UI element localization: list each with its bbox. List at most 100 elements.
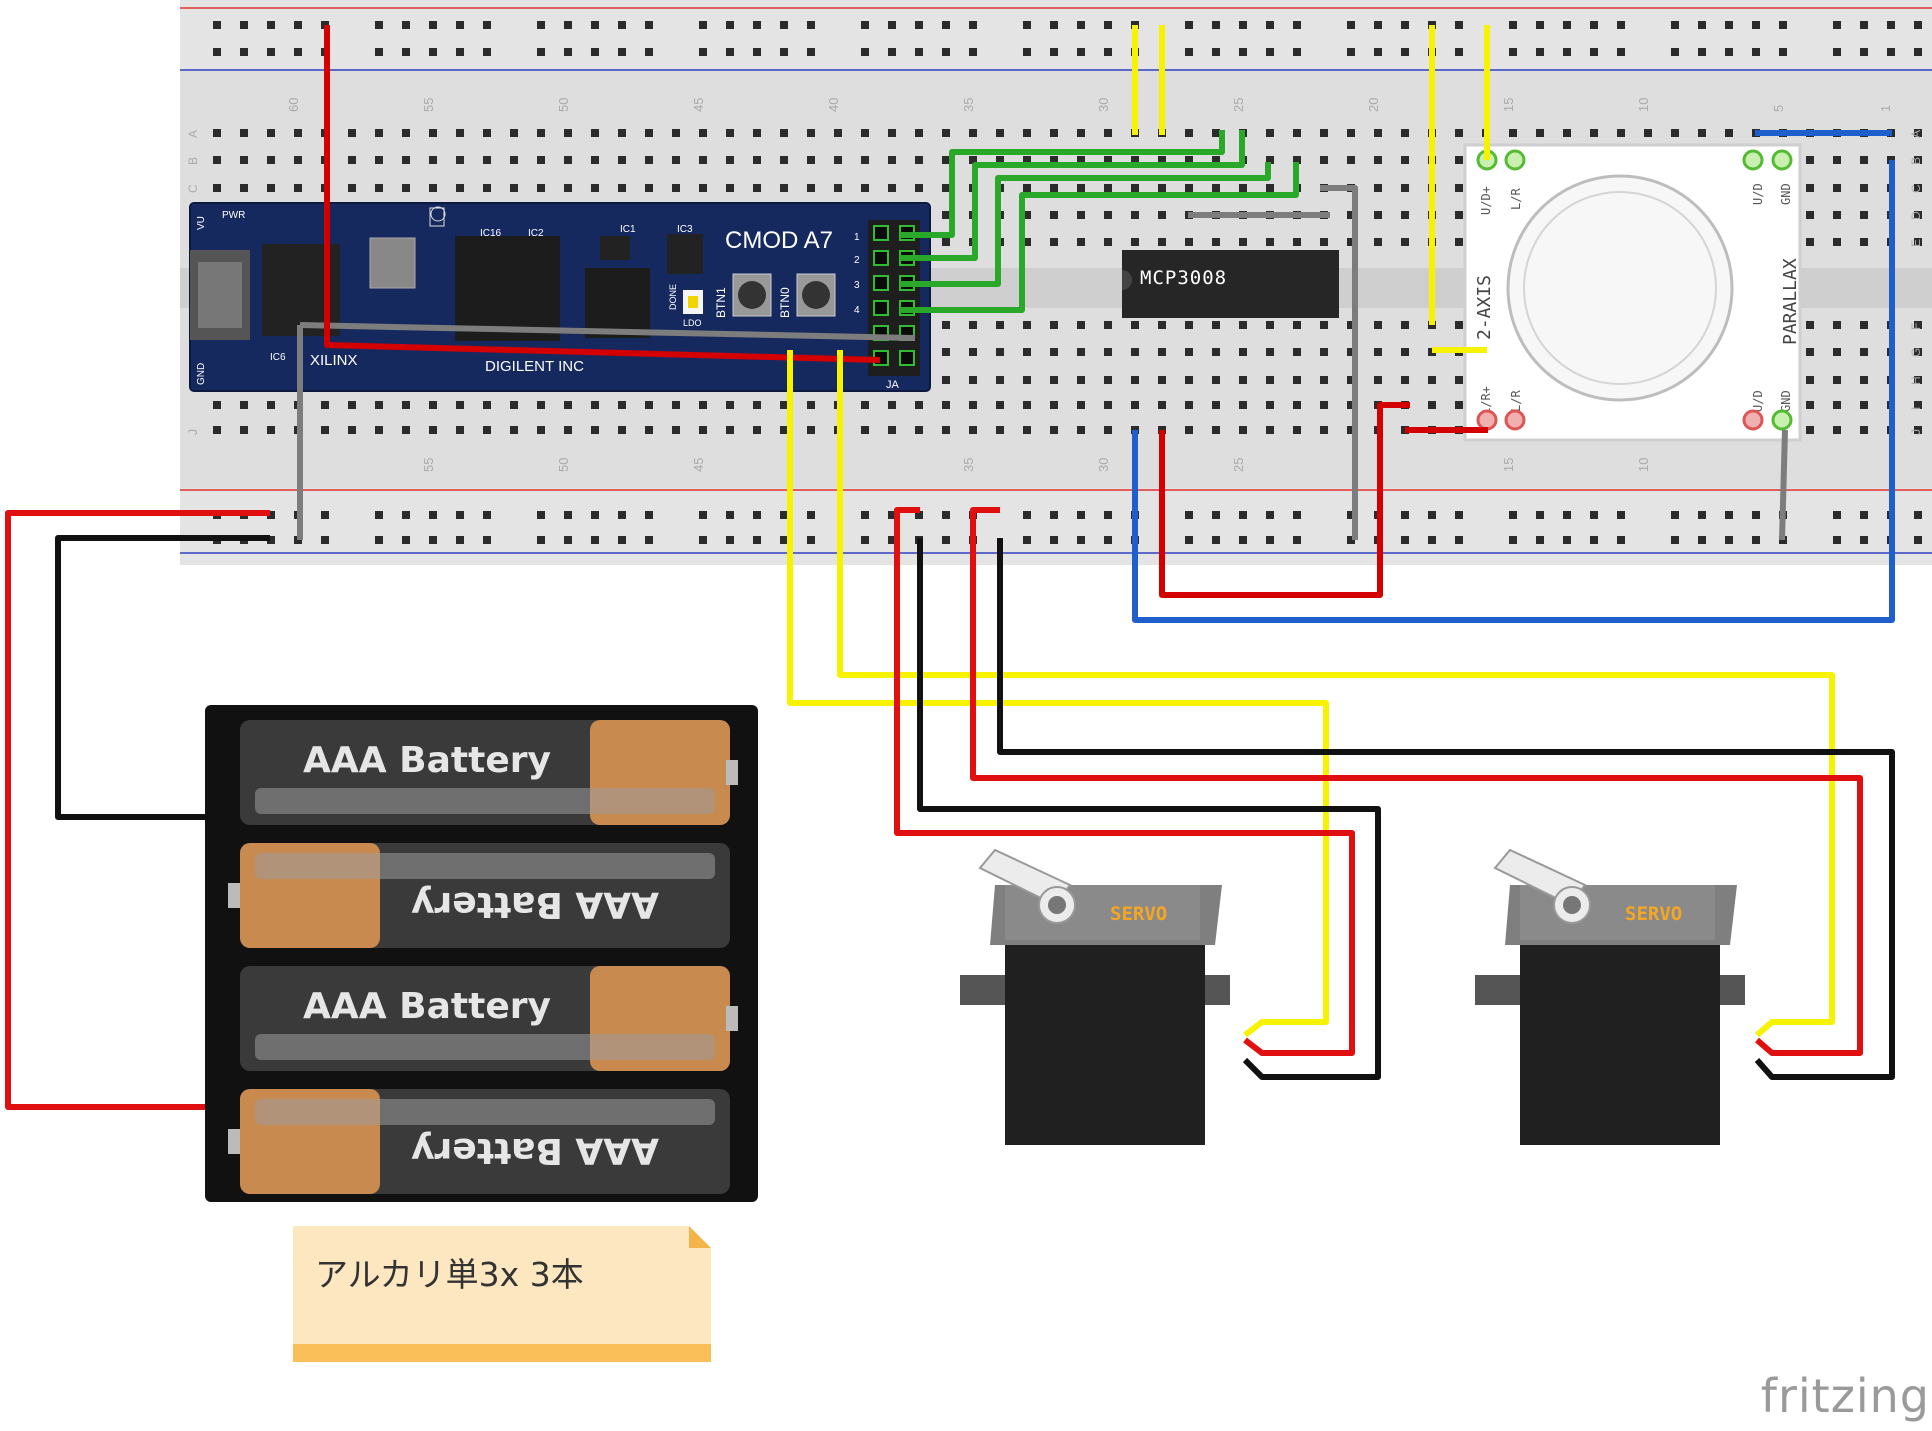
breadboard-hole (1860, 321, 1868, 329)
breadboard-hole (1914, 348, 1922, 356)
wire-battery-black (55, 535, 270, 820)
wire-battery-red (5, 510, 270, 1110)
column-number: 45 (691, 458, 706, 472)
breadboard-hole (1131, 238, 1139, 246)
breadboard-hole (564, 401, 572, 409)
breadboard-hole (1050, 238, 1058, 246)
breadboard-hole (1023, 48, 1031, 56)
row-letter: H (1909, 376, 1923, 385)
breadboard-hole (1914, 536, 1922, 544)
breadboard-hole (1374, 21, 1382, 29)
column-number: 25 (1231, 458, 1246, 472)
breadboard-hole (699, 426, 707, 434)
wire-green-2 (900, 130, 1245, 261)
breadboard-hole (1050, 184, 1058, 192)
breadboard-hole (1023, 348, 1031, 356)
breadboard-hole (969, 426, 977, 434)
column-number: 35 (961, 98, 976, 112)
board-pin-3-label: 3 (854, 280, 860, 291)
breadboard-hole (969, 48, 977, 56)
breadboard-hole (348, 184, 356, 192)
breadboard-hole (1185, 156, 1193, 164)
breadboard-hole (1212, 238, 1220, 246)
breadboard-hole (618, 48, 626, 56)
breadboard-hole (1671, 21, 1679, 29)
breadboard-hole (1914, 238, 1922, 246)
row-letter: G (1909, 348, 1923, 357)
breadboard-hole (1590, 129, 1598, 137)
breadboard-hole (1212, 48, 1220, 56)
breadboard-hole (1455, 184, 1463, 192)
breadboard-hole (969, 321, 977, 329)
breadboard-hole (267, 511, 275, 519)
breadboard-hole (510, 426, 518, 434)
breadboard-hole (618, 21, 626, 29)
breadboard-hole (1239, 48, 1247, 56)
breadboard-hole (213, 401, 221, 409)
breadboard-hole (618, 426, 626, 434)
breadboard-hole (429, 511, 437, 519)
wire-green-4 (900, 162, 1299, 313)
breadboard-hole (294, 48, 302, 56)
breadboard-hole (537, 536, 545, 544)
breadboard-hole (807, 511, 815, 519)
breadboard-hole (1833, 184, 1841, 192)
breadboard-hole (1914, 156, 1922, 164)
breadboard-hole (645, 129, 653, 137)
column-number: 50 (556, 98, 571, 112)
breadboard-hole (699, 48, 707, 56)
breadboard-hole (1671, 129, 1679, 137)
breadboard-hole (1860, 21, 1868, 29)
wires (5, 25, 1895, 1110)
breadboard-hole (267, 401, 275, 409)
header-pin (873, 275, 889, 291)
breadboard-hole (240, 426, 248, 434)
breadboard-hole (969, 21, 977, 29)
breadboard-hole (1266, 348, 1274, 356)
breadboard-hole (672, 184, 680, 192)
breadboard-hole (1131, 348, 1139, 356)
breadboard-hole (1212, 536, 1220, 544)
breadboard-hole (699, 511, 707, 519)
board-label-ic2: IC2 (528, 228, 544, 239)
row-letter: B (186, 157, 200, 165)
breadboard-hole (1401, 184, 1409, 192)
sticky-note: アルカリ単3x 3本 (293, 1226, 711, 1362)
breadboard-hole (1833, 401, 1841, 409)
servo-1: SERVO (960, 848, 1230, 1145)
breadboard-hole (1104, 211, 1112, 219)
breadboard-hole (294, 129, 302, 137)
breadboard-hole (726, 536, 734, 544)
breadboard-hole (402, 156, 410, 164)
breadboard-hole (807, 536, 815, 544)
breadboard-hole (1833, 238, 1841, 246)
breadboard-hole (1023, 156, 1031, 164)
breadboard-hole (1455, 156, 1463, 164)
breadboard-hole (1293, 238, 1301, 246)
board-label-ic1: IC1 (620, 224, 636, 235)
breadboard-hole (861, 21, 869, 29)
breadboard-hole (1266, 426, 1274, 434)
breadboard-hole (1860, 48, 1868, 56)
row-letter: J (1909, 429, 1923, 435)
breadboard-hole (1023, 238, 1031, 246)
breadboard-hole (1212, 348, 1220, 356)
breadboard-hole (1779, 48, 1787, 56)
breadboard-hole (537, 426, 545, 434)
column-number: 5 (1771, 105, 1786, 112)
breadboard-hole (1860, 511, 1868, 519)
breadboard-hole (1914, 211, 1922, 219)
breadboard-hole (213, 129, 221, 137)
breadboard-hole (375, 536, 383, 544)
breadboard-hole (915, 401, 923, 409)
breadboard-hole (267, 48, 275, 56)
breadboard-hole (1698, 129, 1706, 137)
servo-2-label: SERVO (1625, 903, 1682, 925)
breadboard-hole (1077, 511, 1085, 519)
battery-cell: AAA Battery (228, 1089, 730, 1194)
breadboard-hole (645, 426, 653, 434)
breadboard-hole (591, 48, 599, 56)
breadboard-hole (1077, 129, 1085, 137)
breadboard-hole (1185, 184, 1193, 192)
breadboard-hole (1212, 511, 1220, 519)
